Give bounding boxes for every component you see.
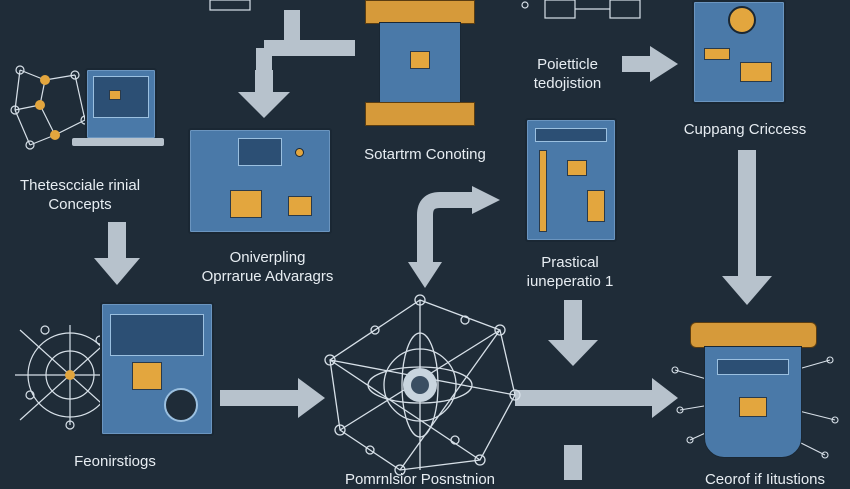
arrow-center-right [515,378,678,418]
device-core [379,22,461,104]
advantages-dashboard-panel [188,128,332,234]
arrow-center-down [548,300,598,366]
dashboard-screen [238,138,282,166]
processor-chip-icon [109,90,121,100]
node-accent [65,370,75,380]
panel-screen [110,314,204,356]
arrow-left-down [94,222,140,285]
arrow-right-down [722,150,772,305]
node-accent [35,100,45,110]
arrow-center-up [408,186,500,288]
node-accent [50,130,60,140]
label-theoretical-concepts: Thetescciale rinial Concepts [19,177,141,213]
quantum-computer-device [365,0,475,126]
network-graph-left [10,65,90,150]
processor-chip-icon [567,160,587,176]
device-body [704,346,802,458]
arrow-bottom-stub [564,445,582,480]
laptop-concepts-panel [85,68,157,140]
processor-chip-icon [410,51,430,69]
quantum-network-center [324,294,521,476]
processor-chip-icon [132,362,162,390]
processor-chip-icon [230,190,262,218]
device-bottom-cap [365,102,475,126]
critical-circuits-panel [692,0,786,104]
arrow-top-to-left [238,10,355,118]
label-overpling-advantages: Oniverpling Oprrarue Advaragrs [201,249,334,285]
label-sotartrm-conoting: Sotartrm Conoting [364,146,486,163]
processor-chip-icon [704,48,730,60]
panel-header-bar [535,128,607,142]
indicator-bar [539,150,547,232]
top-circuit-icons [209,0,641,19]
processor-chip-icon [288,196,312,216]
processor-chip-icon [587,190,605,222]
label-cuppang-criccess: Cuppang Criccess [683,121,807,138]
arrow-left-right [220,378,325,418]
atom-core [411,376,429,394]
coin-icon [728,6,756,34]
laptop-screen [93,76,149,118]
status-dot [295,148,304,157]
applications-device [690,322,817,480]
device-top-cap [690,322,817,348]
label-poietticle: Poietticle tedojistion [533,56,602,92]
device-screen [717,359,789,375]
practical-implementation-panel [525,118,617,242]
foundations-panel [100,302,214,436]
device-top-cap [365,0,475,24]
arrow-top-right [622,46,678,82]
node-accent [40,75,50,85]
processor-chip-icon [740,62,772,82]
label-feonirstiogs: Feonirstiogs [74,453,156,470]
laptop-base [72,138,164,146]
processor-chip-icon [739,397,767,417]
label-practical-implementation: Prastical iuneperatio 1 [526,254,614,290]
dial-icon [164,388,198,422]
